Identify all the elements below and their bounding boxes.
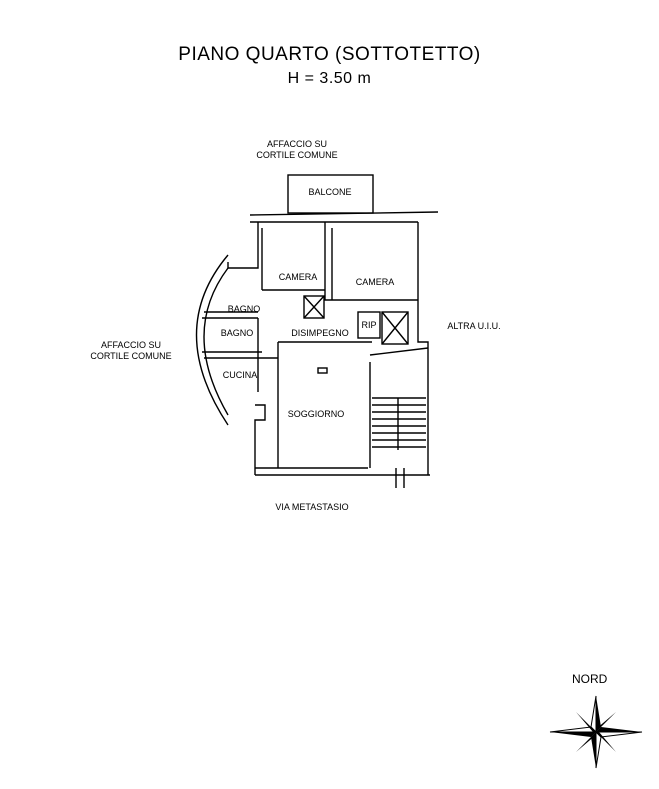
- wall-camera-divider: [324, 222, 418, 301]
- courtyard-top-line1: AFFACCIO SU: [266, 139, 328, 149]
- balcony-outline: [287, 174, 374, 214]
- left-wall-upper: [227, 222, 259, 269]
- label-altra-uiu: ALTRA U.I.U.: [447, 321, 501, 331]
- courtyard-left-line1: AFFACCIO SU: [100, 340, 162, 350]
- entry-gap: [395, 468, 405, 488]
- room-label-bagno-upper: BAGNO: [227, 304, 261, 314]
- curved-facade-inner: [203, 267, 229, 416]
- ceiling-height: H = 3.50 m: [287, 70, 372, 87]
- room-label-soggiorno: SOGGIORNO: [287, 409, 345, 419]
- room-label-rip: RIP: [361, 320, 377, 330]
- shaft-right: [381, 311, 409, 345]
- room-label-balcone: BALCONE: [308, 187, 352, 197]
- room-label-cucina: CUCINA: [222, 370, 258, 380]
- plan-title: PIANO QUARTO (SOTTOTETTO): [178, 44, 481, 65]
- north-compass: [549, 695, 643, 769]
- courtyard-left-line2: CORTILE COMUNE: [90, 351, 172, 361]
- shaft-right-cross: [381, 311, 409, 345]
- chimney-mark: [317, 367, 328, 374]
- room-label-camera-right: CAMERA: [355, 277, 395, 287]
- right-wall: [417, 222, 429, 475]
- shaft-left-cross: [303, 295, 325, 319]
- room-label-camera-left: CAMERA: [278, 272, 318, 282]
- label-street: VIA METASTASIO: [275, 502, 349, 512]
- rip-closet: [357, 311, 381, 339]
- curved-facade-outer: [195, 254, 229, 426]
- shaft-left: [303, 295, 325, 319]
- left-wall-lower: [254, 404, 266, 475]
- room-label-bagno-lower: BAGNO: [220, 328, 254, 338]
- top-exterior-wall: [249, 211, 439, 216]
- north-label: NORD: [572, 672, 608, 686]
- room-label-disimpegno: DISIMPEGNO: [291, 328, 349, 338]
- courtyard-top-line2: CORTILE COMUNE: [256, 150, 338, 160]
- wall-stairs-top: [369, 347, 429, 356]
- staircase: [372, 397, 426, 450]
